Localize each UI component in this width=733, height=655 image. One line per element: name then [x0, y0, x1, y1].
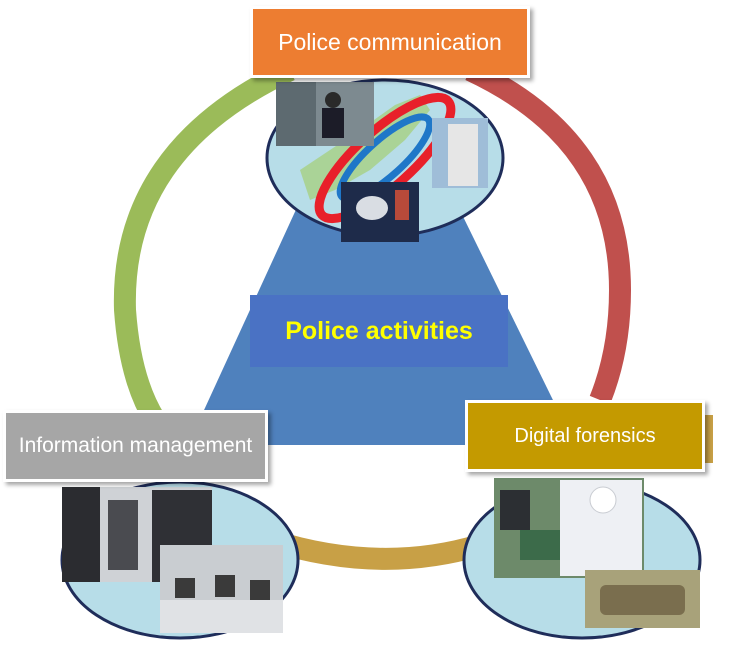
ring-arc-gold [266, 529, 484, 570]
information-oval [60, 480, 300, 640]
police-activities-title: Police activities [250, 295, 508, 367]
forensics-oval [462, 478, 702, 640]
ring-arc-green [113, 60, 295, 426]
police-activities-label: Police activities [285, 316, 473, 345]
police-communication-box: Police communication [250, 6, 530, 78]
communication-oval [265, 78, 505, 242]
ring-arc-red [465, 60, 632, 405]
police-communication-label: Police communication [278, 28, 502, 55]
forensics-box-tab [703, 415, 713, 463]
center-title-box [250, 295, 508, 367]
digital-forensics-label: Digital forensics [514, 424, 656, 447]
information-management-label: Information management [18, 434, 253, 457]
information-management-box: Information management [3, 410, 268, 482]
digital-forensics-box: Digital forensics [465, 400, 705, 472]
